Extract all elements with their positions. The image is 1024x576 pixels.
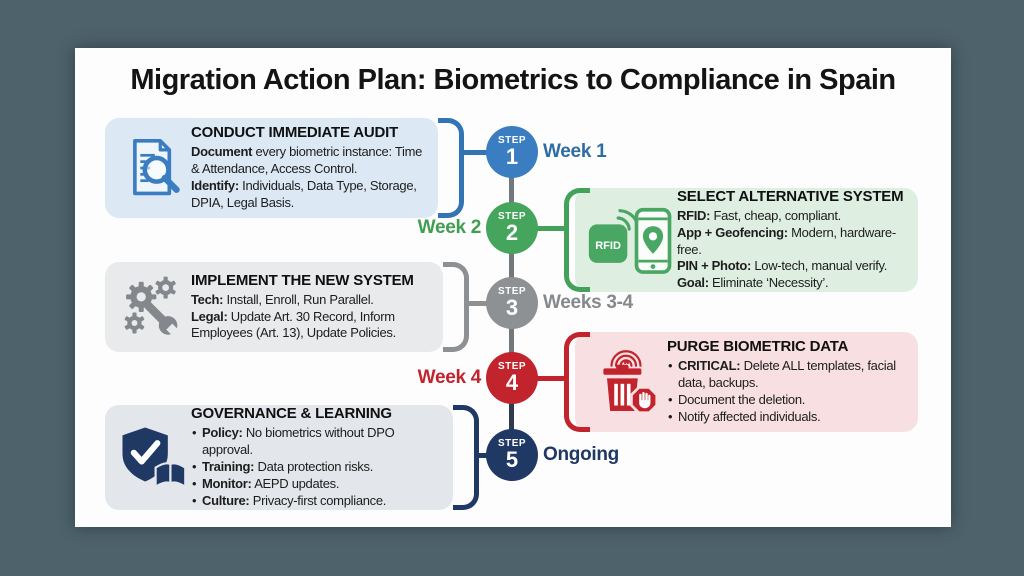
- bracket-step-4: [564, 332, 590, 432]
- box-heading: CONDUCT IMMEDIATE AUDIT: [191, 124, 399, 142]
- bracket-step-2: [564, 188, 590, 292]
- step-word: STEP: [497, 211, 527, 222]
- timeline-line-upper: [509, 152, 514, 378]
- step-word: STEP: [497, 438, 527, 449]
- box-line: •Monitor: AEPD updates.: [192, 475, 340, 491]
- step-4-badge: STEP 4: [486, 352, 538, 404]
- box-conduct-immediate-audit: CONDUCT IMMEDIATE AUDIT Document every b…: [105, 118, 438, 218]
- step-1-badge: STEP 1: [486, 126, 538, 178]
- box-line: •Training: Data protection risks.: [192, 459, 374, 475]
- step-word: STEP: [497, 361, 527, 372]
- box-governance-learning: GOVERNANCE & LEARNING •Policy: No biomet…: [105, 405, 453, 510]
- time-label-week-2: Week 2: [417, 217, 482, 238]
- box-purge-biometric-data: PURGE BIOMETRIC DATA •CRITICAL: Delete A…: [575, 332, 918, 432]
- connector-step-5: [476, 453, 489, 458]
- time-label-ongoing: Ongoing: [543, 444, 619, 465]
- box-heading: SELECT ALTERNATIVE SYSTEM: [677, 187, 904, 205]
- step-number: 1: [505, 144, 519, 169]
- bracket-step-5: [453, 405, 479, 510]
- shield-check-book-icon: [115, 424, 191, 492]
- box-implement-new-system: IMPLEMENT THE NEW SYSTEM Tech: Install, …: [105, 262, 443, 352]
- box-heading: GOVERNANCE & LEARNING: [191, 405, 392, 423]
- box-line: •Policy: No biometrics without DPO appro…: [192, 425, 395, 458]
- page-title: Migration Action Plan: Biometrics to Com…: [130, 64, 896, 96]
- box-line: Goal: Eliminate ‘Necessity’.: [677, 275, 829, 291]
- box-line: Tech: Install, Enroll, Run Parallel.: [191, 291, 374, 307]
- timeline-line-lower: [509, 378, 514, 455]
- bracket-step-3: [443, 262, 469, 352]
- box-line: Document every biometric instance: Time …: [191, 144, 423, 177]
- box-line: •Culture: Privacy-first compliance.: [192, 492, 387, 508]
- step-number: 5: [505, 447, 519, 472]
- box-line: PIN + Photo: Low-tech, manual verify.: [677, 258, 888, 274]
- rfid-phone-geofencing-icon: RFID: [585, 204, 677, 276]
- step-2-badge: STEP 2: [486, 202, 538, 254]
- box-line: •Notify affected individuals.: [668, 408, 821, 424]
- box-line: Identify: Individuals, Data Type, Storag…: [191, 178, 417, 210]
- box-select-alternative-system: RFID SELECT ALTERNATIVE SYSTEM RFID: Fas…: [575, 188, 918, 292]
- connector-step-4: [535, 376, 567, 381]
- step-3-badge: STEP 3: [486, 277, 538, 329]
- box-line: Legal: Update Art. 30 Record, Inform Emp…: [191, 308, 396, 341]
- step-5-badge: STEP 5: [486, 429, 538, 481]
- box-line: •CRITICAL: Delete ALL templates, facial …: [668, 358, 896, 391]
- connector-step-2: [535, 226, 567, 231]
- box-heading: IMPLEMENT THE NEW SYSTEM: [191, 271, 414, 289]
- gears-wrench-icon: [115, 275, 191, 339]
- box-line: App + Geofencing: Modern, hardware-free.: [677, 224, 896, 257]
- time-label-weeks-3-4: Weeks 3-4: [543, 292, 633, 313]
- step-number: 2: [505, 220, 519, 245]
- box-line: RFID: Fast, cheap, compliant.: [677, 207, 841, 223]
- step-number: 3: [505, 295, 519, 320]
- connector-step-3: [466, 301, 489, 306]
- step-number: 4: [505, 370, 519, 395]
- slide: Migration Action Plan: Biometrics to Com…: [75, 48, 951, 527]
- box-line: •Document the deletion.: [668, 392, 806, 407]
- connector-step-1: [461, 150, 489, 155]
- svg-text:RFID: RFID: [595, 240, 621, 252]
- box-heading: PURGE BIOMETRIC DATA: [667, 338, 849, 356]
- fingerprint-trash-stop-icon: [585, 344, 667, 420]
- time-label-week-4: Week 4: [417, 367, 482, 388]
- time-label-week-1: Week 1: [543, 141, 607, 162]
- step-word: STEP: [497, 135, 527, 146]
- bracket-step-1: [438, 118, 464, 218]
- document-magnifier-icon: [115, 137, 191, 199]
- step-word: STEP: [497, 286, 527, 297]
